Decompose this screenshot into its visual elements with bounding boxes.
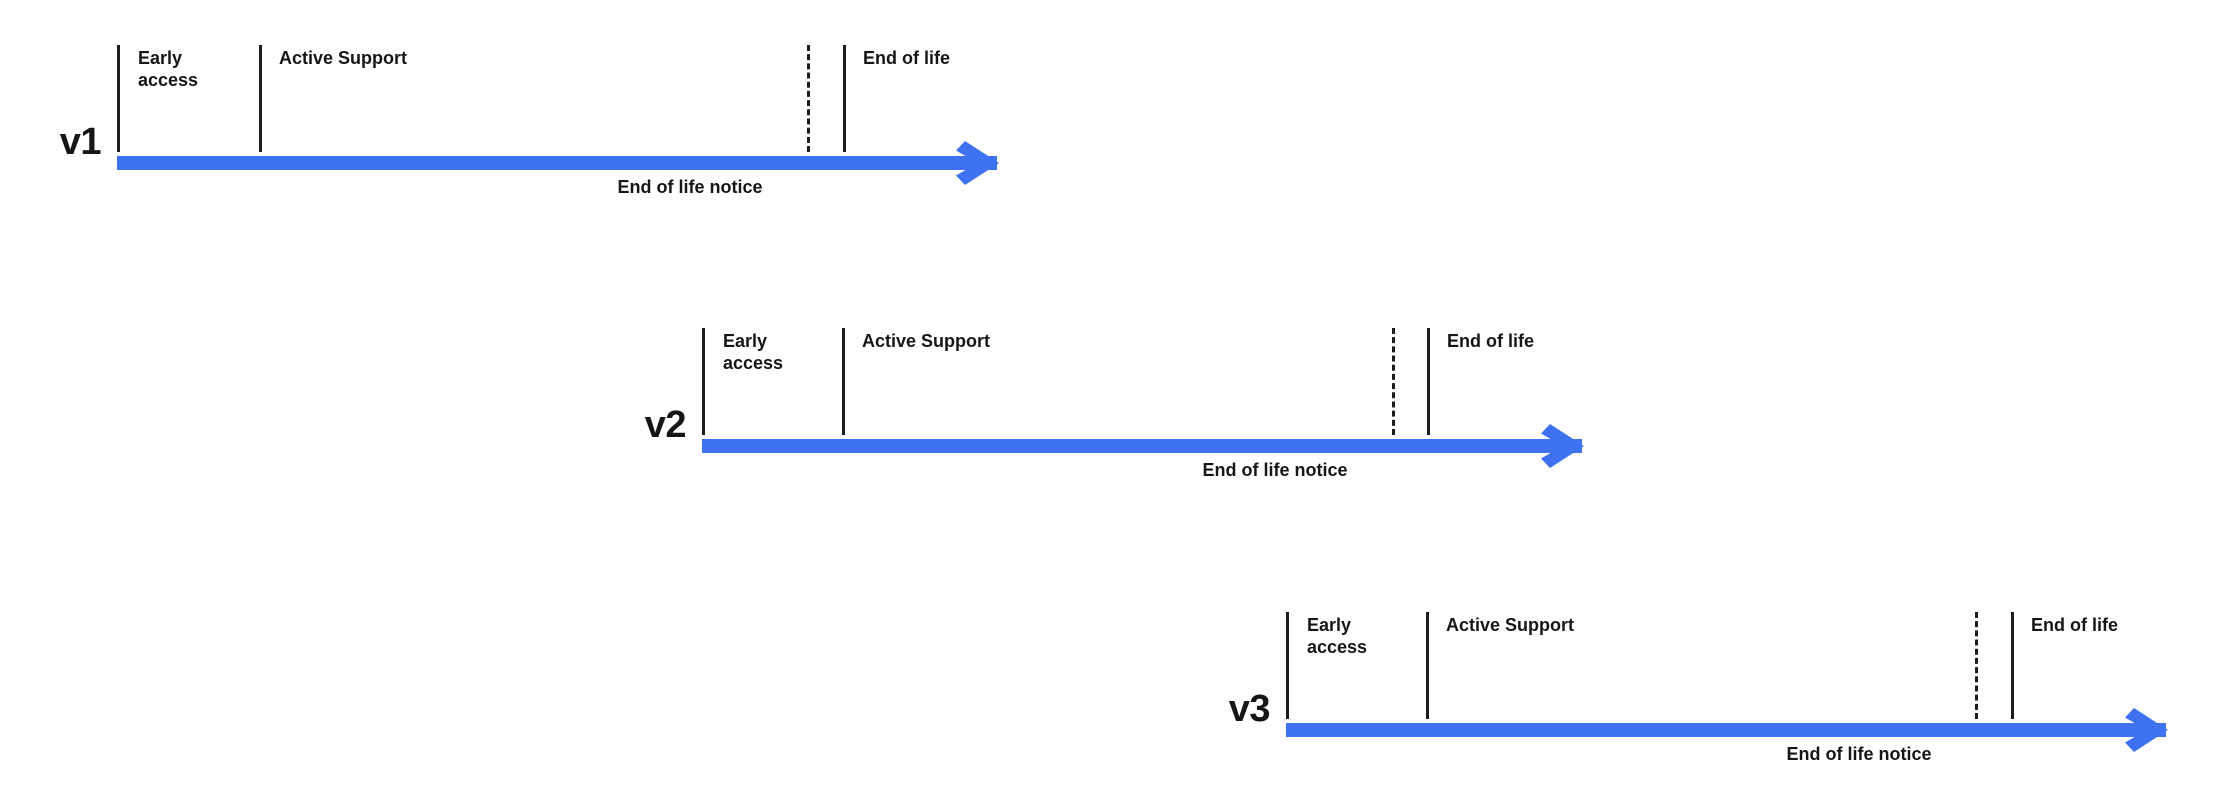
phase-label-active-support: Active Support [862,331,991,351]
timeline-row-v1: v1 Early access Active Support End of li… [60,45,1117,245]
timeline-arrow-head-icon [1538,420,1590,472]
timeline-row-v2: v2 Early access Active Support End of li… [645,328,1702,528]
timeline-arrow-shaft [117,156,997,170]
label-end-of-life-notice: End of life notice [617,177,763,197]
label-end-of-life-notice: End of life notice [1202,460,1348,480]
phase-label-early-access: Early access [723,331,784,373]
phase-label-end-of-life: End of life [1447,331,1534,351]
phase-label-active-support: Active Support [1446,615,1575,635]
tick-end-of-life-notice-dashed [1975,612,1978,719]
phase-label-end-of-life: End of life [2031,615,2118,635]
version-label-v3: v3 [1228,688,1271,730]
tick-end-of-life-notice-dashed [1392,328,1395,435]
tick-end-of-life-start [2011,612,2014,719]
tick-early-access-start [117,45,120,152]
tick-early-access-start [702,328,705,435]
tick-active-support-start [259,45,262,152]
tick-end-of-life-start [1427,328,1430,435]
tick-end-of-life-notice-dashed [807,45,810,152]
phase-label-active-support: Active Support [279,48,408,68]
tick-active-support-start [842,328,845,435]
version-label-v2: v2 [644,404,687,446]
timeline-arrow-head-icon [2122,704,2174,756]
phase-label-end-of-life: End of life [863,48,950,68]
timeline-arrow-head-icon [953,137,1005,189]
timeline-arrow-shaft [702,439,1582,453]
tick-end-of-life-start [843,45,846,152]
tick-active-support-start [1426,612,1429,719]
phase-label-early-access: Early access [138,48,199,90]
tick-early-access-start [1286,612,1289,719]
label-end-of-life-notice: End of life notice [1786,744,1932,764]
timeline-arrow-shaft [1286,723,2166,737]
version-label-v1: v1 [59,121,102,163]
timeline-row-v3: v3 Early access Active Support End of li… [1229,612,2228,812]
phase-label-early-access: Early access [1307,615,1368,657]
